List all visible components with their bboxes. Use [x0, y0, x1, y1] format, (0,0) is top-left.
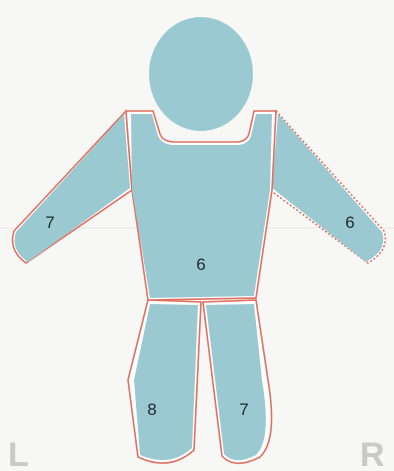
side-label-right: R [360, 436, 385, 471]
right-arm [272, 114, 383, 262]
head [149, 17, 253, 131]
left-leg-value: 8 [147, 400, 156, 419]
left-arm [15, 114, 131, 262]
left-arm-value: 7 [45, 213, 54, 232]
right-arm-value: 6 [345, 213, 354, 232]
torso-value: 6 [196, 255, 205, 274]
right-leg-value: 7 [239, 400, 248, 419]
side-label-left: L [8, 436, 29, 471]
